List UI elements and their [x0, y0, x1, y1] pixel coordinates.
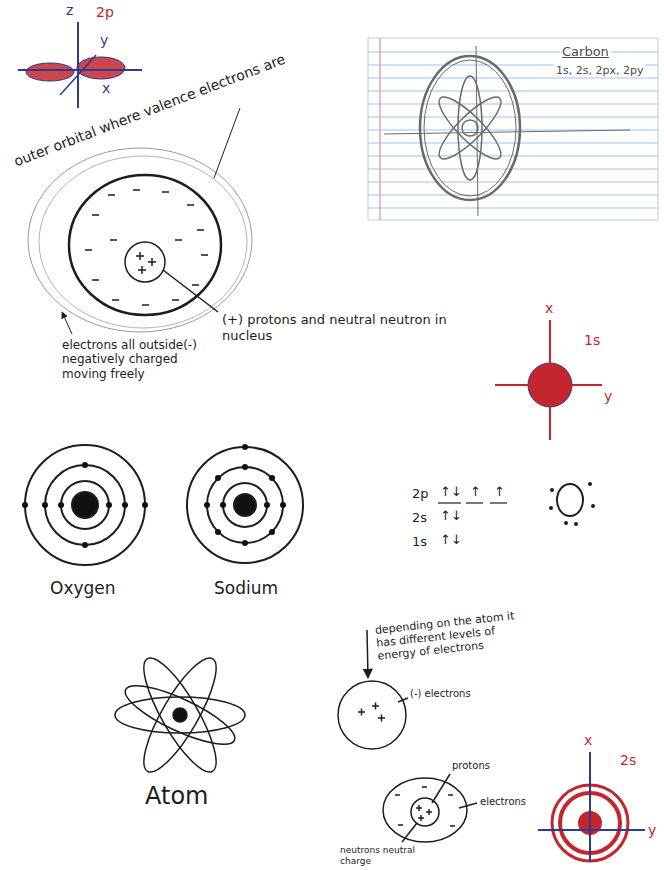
note-heading: Carbon	[560, 44, 611, 60]
lined-note-card: Carbon 1s, 2s, 2px, 2py	[368, 38, 658, 220]
orbital-name: 2p	[96, 4, 114, 21]
2s-orbital-plot	[538, 752, 645, 862]
orbital-box-lines	[438, 502, 507, 503]
electron-spin: ↑↓	[440, 508, 462, 524]
axis-label: y	[648, 822, 656, 839]
electron-spin: ↑↓	[440, 484, 462, 500]
subshell-label: 2p	[412, 486, 429, 502]
electron-spin: ↑	[470, 484, 481, 500]
axis-label: x	[102, 80, 110, 97]
axis-label: y	[100, 32, 108, 49]
part-label: (-) electrons	[410, 688, 471, 700]
annotation: depending on the atom it has different l…	[374, 608, 527, 663]
annotation: (+) protons and neutral neutron in nucle…	[222, 312, 472, 343]
oxygen-bohr-model	[22, 445, 148, 565]
axis-label: y	[604, 388, 612, 405]
subshell-label: 2s	[412, 510, 427, 526]
s-orbital-plot	[495, 320, 602, 440]
electron-spin: ↑	[494, 484, 505, 500]
annotation: electrons all outside(-) negatively char…	[62, 338, 217, 381]
axis-label: x	[584, 732, 592, 749]
element-name: Oxygen	[50, 578, 116, 598]
electron-spin: ↑↓	[440, 532, 462, 548]
atom-symbol	[115, 650, 245, 781]
p-orbital-plot	[18, 22, 142, 108]
axis-label: x	[545, 300, 553, 317]
element-name: Sodium	[214, 578, 278, 598]
part-label: neutrons neutral charge	[340, 845, 420, 867]
lewis-dot-sketch	[549, 482, 595, 526]
orbital-name: 1s	[584, 332, 600, 349]
note-text: 1s, 2s, 2px, 2py	[554, 64, 645, 77]
figure-title: Atom	[145, 782, 208, 811]
orbital-name: 2s	[620, 752, 636, 769]
part-label: electrons	[480, 796, 526, 808]
subshell-label: 1s	[412, 534, 427, 550]
labelled-atom	[383, 774, 477, 842]
lined-paper	[368, 38, 658, 220]
axis-label: z	[66, 2, 73, 19]
part-label: protons	[452, 760, 490, 772]
sodium-bohr-model	[187, 444, 303, 563]
